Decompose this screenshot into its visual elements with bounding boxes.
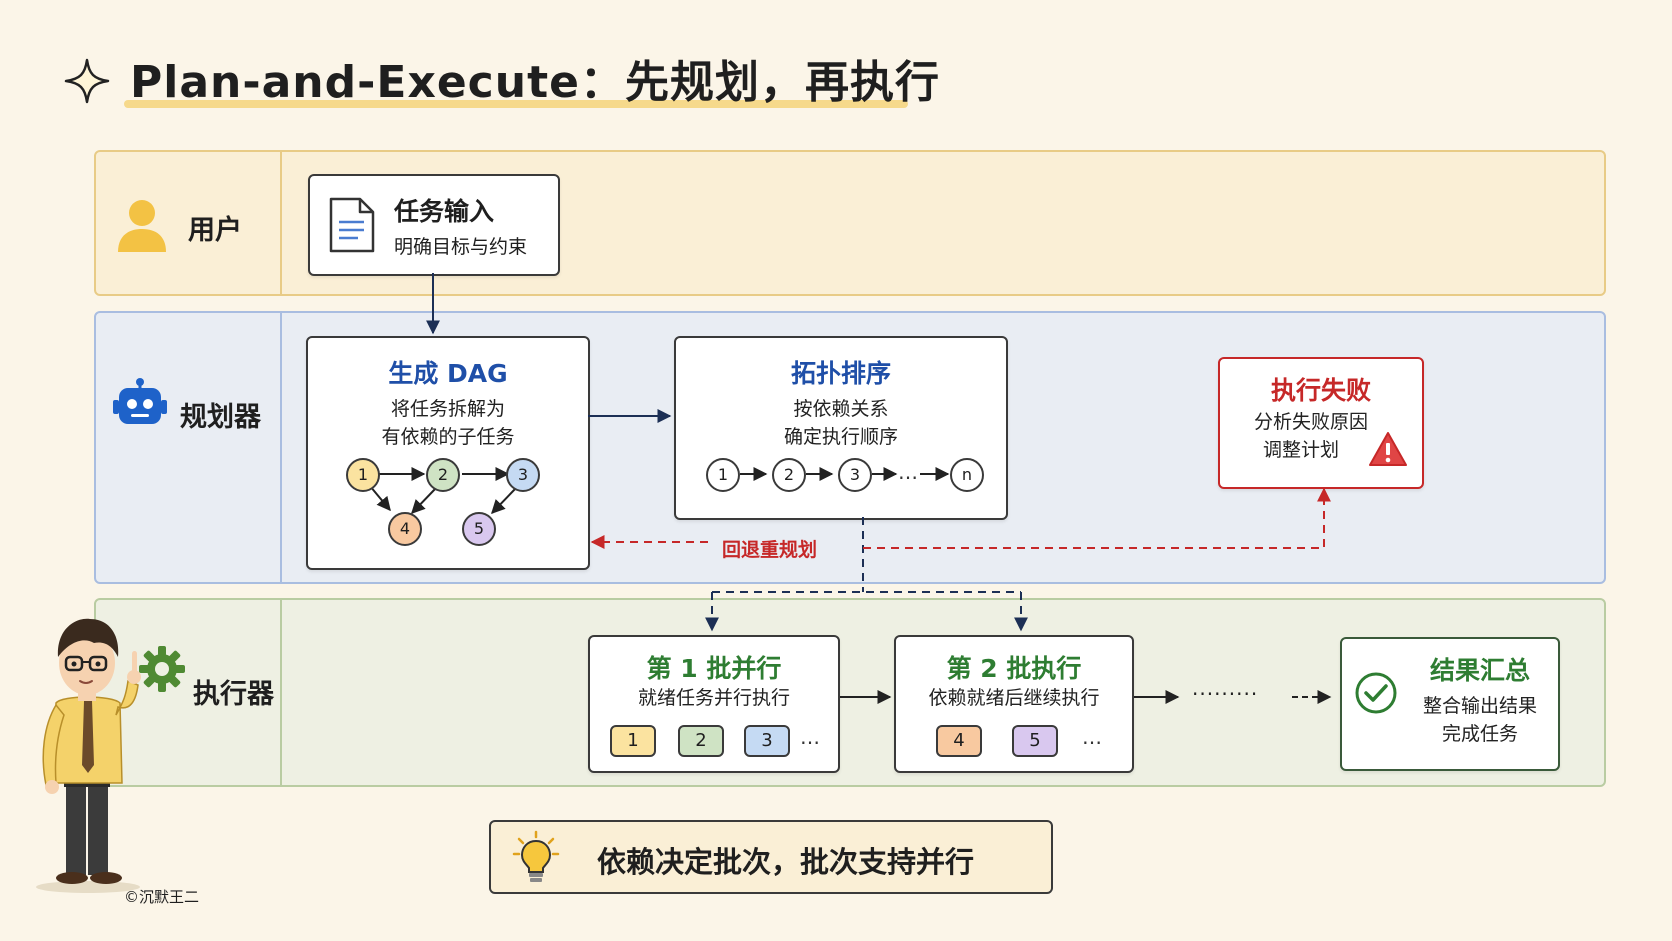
batch1-more: … [800, 725, 820, 749]
failure-title: 执行失败 [1270, 376, 1371, 405]
page-title: Plan-and-Execute：先规划，再执行 [130, 57, 940, 108]
warning-icon [1369, 432, 1407, 466]
user-icon [118, 200, 166, 252]
batch1-chip-1: 1 [610, 725, 656, 757]
robot-icon [113, 378, 167, 424]
task-input-box: 任务输入 明确目标与约束 [308, 174, 560, 276]
batch1-chip-2: 2 [678, 725, 724, 757]
gear-icon [139, 646, 185, 692]
batch1-desc: 就绪任务并行执行 [637, 687, 790, 709]
topo-sort-box: 拓扑排序 按依赖关系 确定执行顺序 1 2 3 … n [674, 336, 1008, 520]
document-icon [329, 197, 375, 253]
result-title: 结果汇总 [1429, 656, 1530, 685]
lane-divider [280, 313, 282, 582]
lane-label-planner: 规划器 [180, 402, 261, 433]
lightbulb-icon [512, 830, 560, 882]
topo-node-2: 2 [772, 458, 806, 492]
batch2-more: … [1082, 725, 1102, 749]
mascot-character [36, 618, 141, 893]
batch2-desc: 依赖就绪后继续执行 [928, 687, 1100, 709]
dag-edges [369, 467, 517, 515]
topo-sort-line1: 按依赖关系 [793, 398, 889, 420]
batch2-chip-5: 5 [1012, 725, 1058, 757]
dag-node-4: 4 [388, 512, 422, 546]
title-underline [124, 100, 908, 108]
flow-ellipsis: ········· [1192, 682, 1259, 706]
batch2-box: 第 2 批执行 依赖就绪后继续执行 4 5 … [894, 635, 1134, 773]
result-line1: 整合输出结果 [1422, 695, 1537, 717]
lane-label-user: 用户 [188, 215, 242, 246]
note-text: 依赖决定批次，批次支持并行 [597, 845, 975, 879]
lane-divider [280, 600, 282, 785]
result-box: 结果汇总 整合输出结果 完成任务 [1340, 637, 1560, 771]
execution-failure-box: 执行失败 分析失败原因 调整计划 [1218, 357, 1424, 489]
lane-divider [280, 152, 282, 294]
generate-dag-line2: 有依赖的子任务 [381, 426, 515, 448]
replan-label: 回退重规划 [722, 539, 818, 561]
generate-dag-box: 生成 DAG 将任务拆解为 有依赖的子任务 1 2 3 4 5 [306, 336, 590, 570]
generate-dag-line1: 将任务拆解为 [390, 398, 505, 420]
lane-label-executor: 执行器 [193, 679, 274, 710]
batch2-title: 第 2 批执行 [946, 654, 1082, 683]
credit-text: ©沉默王二 [124, 888, 200, 906]
topo-sort-line2: 确定执行顺序 [783, 426, 898, 448]
dag-node-1: 1 [346, 458, 380, 492]
check-circle-icon [1355, 672, 1397, 714]
result-line2: 完成任务 [1441, 723, 1518, 745]
dag-node-3: 3 [506, 458, 540, 492]
task-input-title: 任务输入 [394, 197, 495, 226]
batch1-box: 第 1 批并行 就绪任务并行执行 1 2 3 … [588, 635, 840, 773]
note-box: 依赖决定批次，批次支持并行 [489, 820, 1053, 894]
batch1-title: 第 1 批并行 [646, 654, 782, 683]
failure-line2: 调整计划 [1262, 439, 1339, 461]
batch2-chip-4: 4 [936, 725, 982, 757]
topo-node-3: 3 [838, 458, 872, 492]
topo-node-1: 1 [706, 458, 740, 492]
dag-node-2: 2 [426, 458, 460, 492]
task-input-desc: 明确目标与约束 [394, 236, 528, 258]
topo-sort-title: 拓扑排序 [790, 359, 891, 388]
batch1-chip-3: 3 [744, 725, 790, 757]
sparkle-icon [64, 58, 110, 104]
topo-node-n: n [950, 458, 984, 492]
generate-dag-title: 生成 DAG [388, 359, 508, 388]
failure-line1: 分析失败原因 [1253, 411, 1368, 433]
dag-node-5: 5 [462, 512, 496, 546]
topo-ellipsis: … [898, 460, 918, 484]
topo-arrows [740, 467, 950, 481]
